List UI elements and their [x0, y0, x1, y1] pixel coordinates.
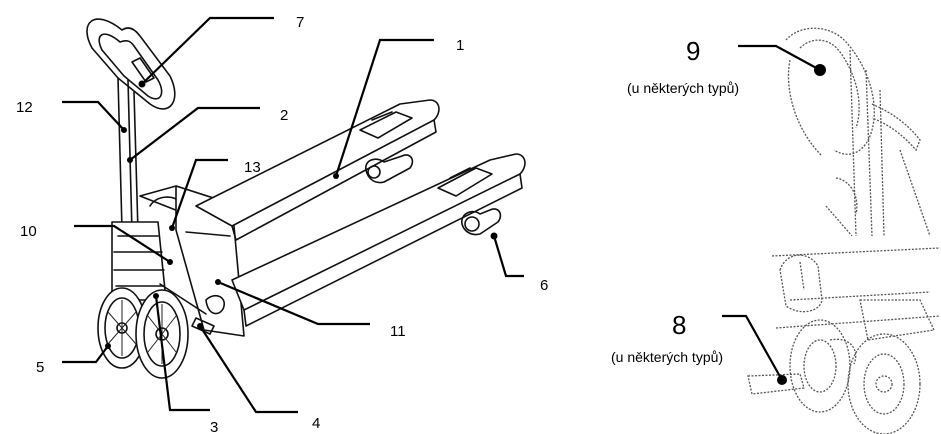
- leader-2: [129, 106, 260, 161]
- detail-9: 9 (u některých typů): [627, 27, 931, 237]
- leader-10: [74, 224, 171, 263]
- detail-9-image: [785, 27, 931, 237]
- callout-10: 10: [20, 223, 37, 240]
- callout-2: 2: [280, 107, 288, 124]
- leader-8: [722, 314, 783, 381]
- detail-8: 8 (u některých typů): [611, 247, 941, 434]
- leader-7: [141, 16, 274, 85]
- detail-8-image: [747, 247, 941, 434]
- note-9: (u některých typů): [627, 80, 739, 96]
- note-8: (u některých typů): [611, 349, 723, 365]
- callout-8: 8: [672, 310, 686, 340]
- leader-6: [492, 235, 524, 278]
- leader-9: [738, 44, 821, 71]
- callout-12: 12: [16, 99, 33, 116]
- callout-13: 13: [244, 159, 261, 176]
- leader-3: [154, 295, 210, 412]
- steering-wheels: [97, 287, 189, 379]
- callout-11: 11: [390, 323, 406, 340]
- callout-9: 9: [686, 36, 700, 66]
- callout-numbers: 7 1 12 2 13 10 6 11 5 3 4: [16, 14, 548, 434]
- callout-5: 5: [36, 359, 44, 376]
- callout-3: 3: [210, 419, 218, 434]
- callout-4: 4: [312, 415, 320, 432]
- leader-lines: [62, 16, 524, 414]
- leader-12: [62, 100, 125, 131]
- leader-13: [170, 158, 228, 229]
- leader-5: [62, 345, 109, 364]
- callout-6: 6: [540, 277, 548, 294]
- callout-7: 7: [296, 14, 304, 31]
- leader-11: [217, 280, 370, 326]
- pallet-truck-illustration: [86, 18, 526, 379]
- leader-4: [199, 325, 298, 414]
- leader-1: [334, 38, 434, 177]
- callout-1: 1: [456, 37, 464, 54]
